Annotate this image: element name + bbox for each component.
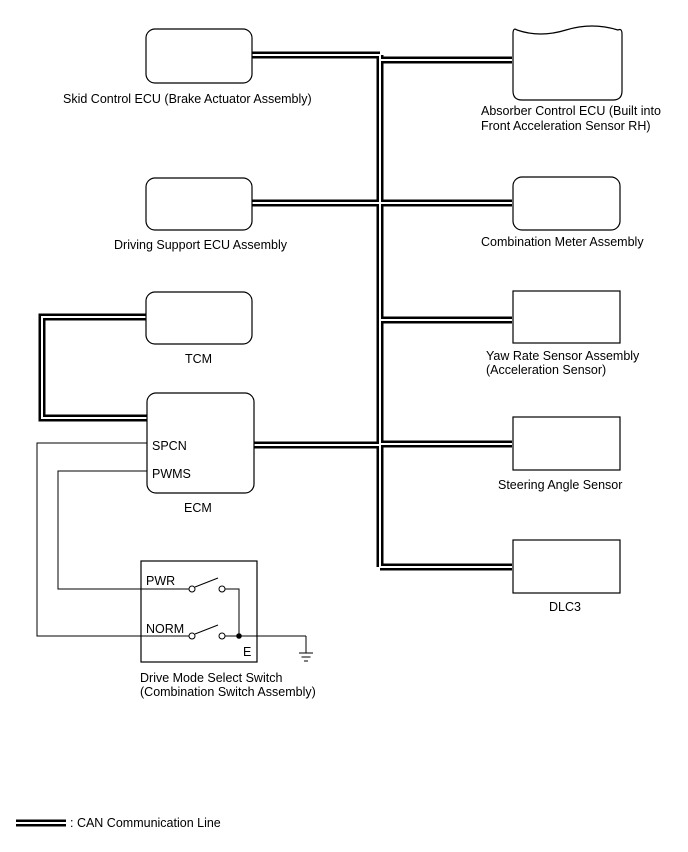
tcm-box: [145, 291, 253, 345]
driving-support-ecu-label: Driving Support ECU Assembly: [114, 238, 287, 252]
drive-mode-switch-box: [140, 560, 258, 663]
steering-angle-sensor-label: Steering Angle Sensor: [498, 478, 623, 492]
drive-mode-switch-label-1: Drive Mode Select Switch: [140, 671, 283, 685]
absorber-control-ecu-box: [512, 25, 623, 101]
can-bus: [38, 51, 512, 571]
dlc3-label: DLC3: [549, 600, 581, 614]
yaw-rate-sensor-label-1: Yaw Rate Sensor Assembly: [486, 349, 640, 363]
dlc3-box: [512, 539, 621, 594]
combination-meter-label: Combination Meter Assembly: [481, 235, 644, 249]
legend-can-label: : CAN Communication Line: [70, 816, 221, 830]
skid-control-ecu-label: Skid Control ECU (Brake Actuator Assembl…: [63, 92, 312, 106]
tcm-label: TCM: [185, 352, 213, 366]
spcn-terminal-label: SPCN: [152, 439, 187, 453]
combination-meter-box: [512, 176, 621, 231]
drive-mode-switch-label-2: (Combination Switch Assembly): [140, 685, 316, 699]
absorber-control-ecu-label-1: Absorber Control ECU (Built into: [481, 104, 661, 118]
driving-support-ecu-box: [145, 177, 253, 231]
e-terminal-label: E: [243, 645, 252, 659]
pwms-terminal-label: PWMS: [152, 467, 191, 481]
ecm-label: ECM: [184, 501, 212, 515]
yaw-rate-sensor-label-2: (Acceleration Sensor): [486, 363, 607, 377]
yaw-rate-sensor-box: [512, 290, 621, 344]
steering-angle-sensor-box: [512, 416, 621, 471]
skid-control-ecu-box: [145, 28, 253, 84]
pwr-terminal-label: PWR: [146, 574, 176, 588]
norm-terminal-label: NORM: [146, 622, 185, 636]
absorber-control-ecu-label-2: Front Acceleration Sensor RH): [481, 119, 651, 133]
